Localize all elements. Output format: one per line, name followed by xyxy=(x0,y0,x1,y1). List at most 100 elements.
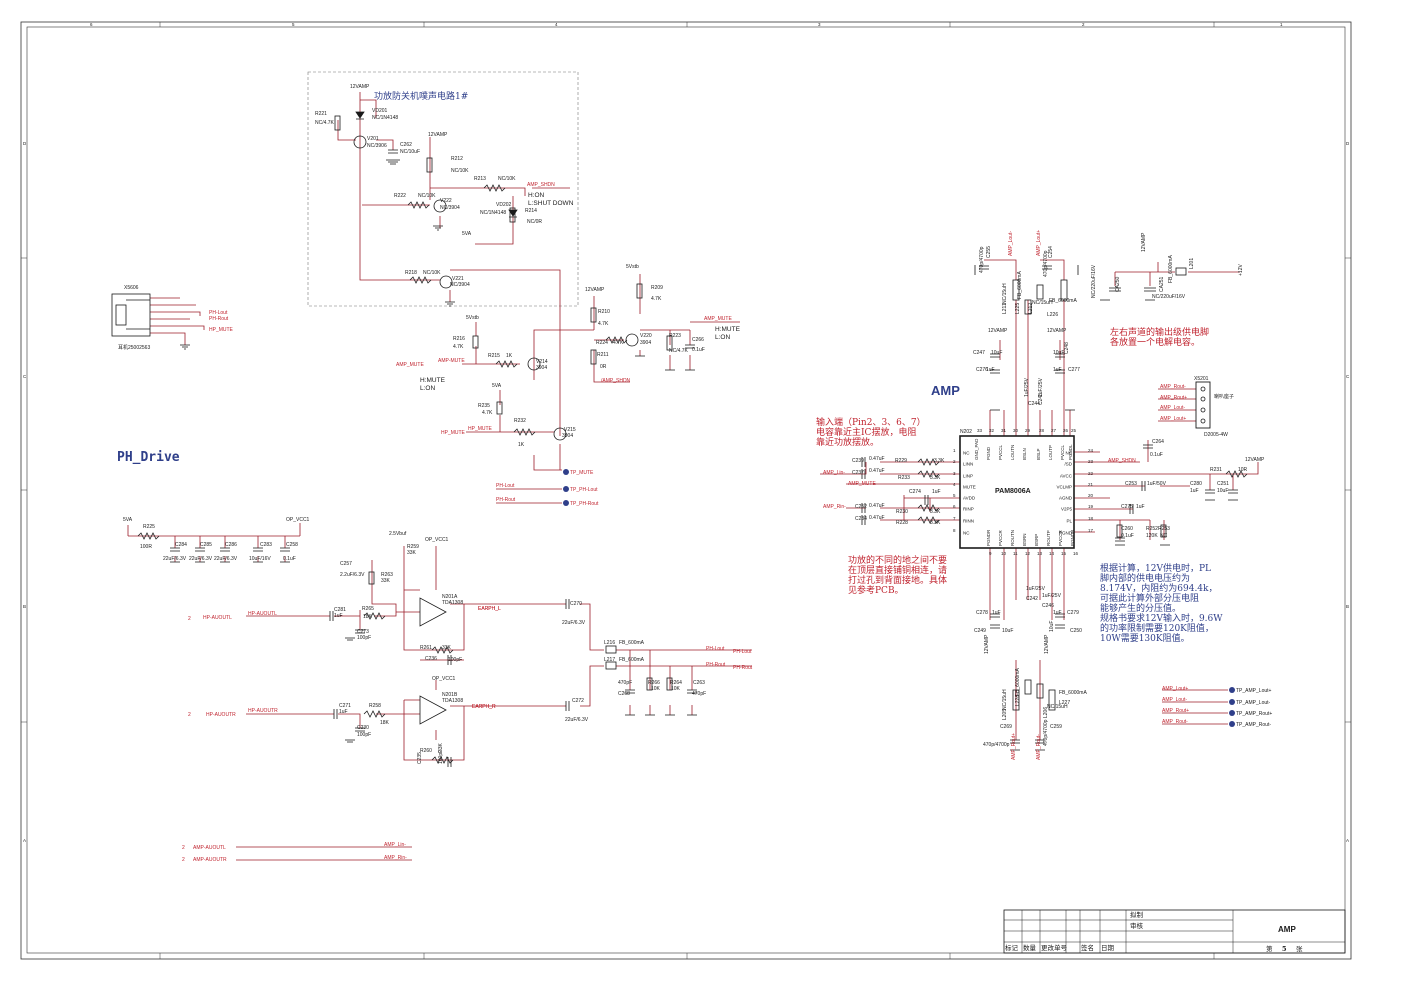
ic-top-pin-name: LOUTN xyxy=(1010,445,1015,460)
component-label: NC/10K xyxy=(423,270,441,276)
net-label: HP-AUOUTL xyxy=(203,615,232,621)
component-label: 5VA xyxy=(123,517,133,523)
net-label: PH-Rout xyxy=(496,497,516,503)
component-label: C276 xyxy=(976,367,988,373)
component-label: R209 xyxy=(651,285,663,291)
component-label: R253 xyxy=(1158,526,1170,532)
ic-left-pin-name: NC xyxy=(963,451,970,456)
ic-bottom-pin-num: 12 xyxy=(1025,551,1031,556)
component-label: NC/15uH xyxy=(1002,283,1008,304)
tb-col-mark: 标记 xyxy=(1005,943,1019,952)
net-label: AMP-AUOUTL xyxy=(193,845,226,851)
component-label: 5Vstb xyxy=(466,315,479,321)
frame-col-1: 1 xyxy=(1280,22,1283,27)
ic-top-pin-num: 30 xyxy=(1013,428,1019,433)
component-label: C280 xyxy=(1190,481,1202,487)
note-ground-4: 见参考PCB。 xyxy=(848,584,904,596)
ic-right-pin-name: NC xyxy=(1066,451,1073,456)
component-label: R233 xyxy=(898,475,910,481)
note-shutdown-1: H:ON xyxy=(528,192,545,199)
net-label: TP_AMP_Rout- xyxy=(1236,722,1271,728)
net-label: AMP_Rout- xyxy=(1162,719,1188,725)
component-label: 2.2uF/6.3V xyxy=(340,572,365,578)
component-label: C234 xyxy=(855,516,867,522)
ic-bottom-pin-name: ROUTP xyxy=(1046,530,1051,546)
component-label: NC/15uH xyxy=(1032,300,1053,306)
ic-top-pin-num: 26 xyxy=(1063,428,1069,433)
opamp-a-ref: N201A xyxy=(442,594,458,600)
frame-row-d-right: D xyxy=(1346,141,1350,146)
component-label: C254 xyxy=(1048,246,1054,258)
component-label: C235 xyxy=(417,752,423,764)
component-label: 1uF xyxy=(1053,367,1062,373)
net-label: PH-Lout xyxy=(209,310,228,316)
net-label: PH-Rout xyxy=(733,665,753,671)
net-label: AMP_MUTE xyxy=(704,316,732,322)
net-label: 2 xyxy=(182,845,185,851)
ic-left-pin-name: LINN xyxy=(963,462,973,467)
component-label: 470p/4700p xyxy=(1043,250,1049,277)
net-label: /AMP_SHDN xyxy=(601,378,631,384)
note-ground-1: 功放的不同的地之间不要 xyxy=(848,554,947,566)
tb-col-date: 日期 xyxy=(1101,944,1115,952)
component-label: 22uF/6.3V xyxy=(562,620,586,626)
net-label: AMP_Lout- xyxy=(1160,405,1185,411)
ic-right-pin-name: AGND xyxy=(1059,496,1073,501)
ic-left-pin-num: 8 xyxy=(953,528,956,533)
component-label: NC/10K xyxy=(451,168,469,174)
component-label: C273 xyxy=(357,629,369,635)
component-label: FB_6000mA xyxy=(1059,690,1087,696)
component-label: 0.47uF xyxy=(869,515,885,521)
ic-bottom-pin-name: PGNDR xyxy=(986,529,991,546)
component-label: 0.47uF xyxy=(869,456,885,462)
component-label: OP_VCC1 xyxy=(286,517,310,523)
component-label: R230 xyxy=(896,509,908,515)
ic-top-pin-num: 31 xyxy=(1001,428,1007,433)
net-label: AMP_Rin- xyxy=(384,855,407,861)
component-label: R231 xyxy=(1210,467,1222,473)
component-label: 22uF/6.3V xyxy=(189,556,213,562)
net-label: TP_MUTE xyxy=(570,470,594,476)
net-label: 2 xyxy=(182,857,185,863)
component-label: R232 xyxy=(514,418,526,424)
net-label: AMP_Rout+ xyxy=(1162,708,1189,714)
ic-left-pin-num: 5 xyxy=(953,493,956,498)
component-label: 0.47uF xyxy=(869,468,885,474)
component-label: R259 xyxy=(407,544,419,550)
component-label: NC/4.7K xyxy=(669,348,689,354)
net-label: AMP_Rout+ xyxy=(1160,395,1187,401)
tb-col-sign: 签名 xyxy=(1081,943,1094,952)
component-label: C239 xyxy=(852,458,864,464)
component-label: 3904 xyxy=(640,340,651,346)
net-label: AMP_Rout+ xyxy=(1011,733,1017,760)
tb-col-qty: 数量 xyxy=(1023,943,1037,952)
component-label: C251 xyxy=(1217,481,1229,487)
component-label: V201 xyxy=(367,136,379,142)
component-label: L227 xyxy=(1059,700,1070,706)
wires xyxy=(127,92,1259,861)
frame-col-5: 5 xyxy=(292,22,295,27)
component-label: 5Vstb xyxy=(626,264,639,270)
component-label: 1uF xyxy=(932,489,941,495)
component-label: 470p/4700p xyxy=(983,742,1010,748)
component-label: 10uF xyxy=(991,350,1002,356)
note-ground-3: 打过孔到背面接地。具体 xyxy=(848,574,947,586)
frame-row-a-right: A xyxy=(1346,838,1349,843)
note-power-6: 规格书要求12V输入时，9.6W xyxy=(1100,612,1223,624)
ic-bottom-pin-num: 11 xyxy=(1013,551,1018,556)
note-mute-b-1: H:MUTE xyxy=(420,377,446,384)
component-label: C272 xyxy=(572,698,584,704)
component-label: R263 xyxy=(381,572,393,578)
note-power-8: 10W需要130K阻值。 xyxy=(1100,632,1190,644)
component-label: L216 xyxy=(604,640,615,646)
component-label: 12VAMP xyxy=(428,132,448,138)
net-label: PH-Rout xyxy=(209,316,229,322)
component-label: 12VAMP xyxy=(350,84,370,90)
net-label: TP_PH-Rout xyxy=(570,501,599,507)
component-label: R210 xyxy=(598,309,610,315)
component-label: 12VAMP xyxy=(1047,328,1067,334)
component-label: R265 xyxy=(362,606,374,612)
frame-col-6: 6 xyxy=(90,22,93,27)
ic-bottom-pin-name: BSRP xyxy=(1034,534,1039,546)
component-label: L225 xyxy=(1015,303,1021,314)
